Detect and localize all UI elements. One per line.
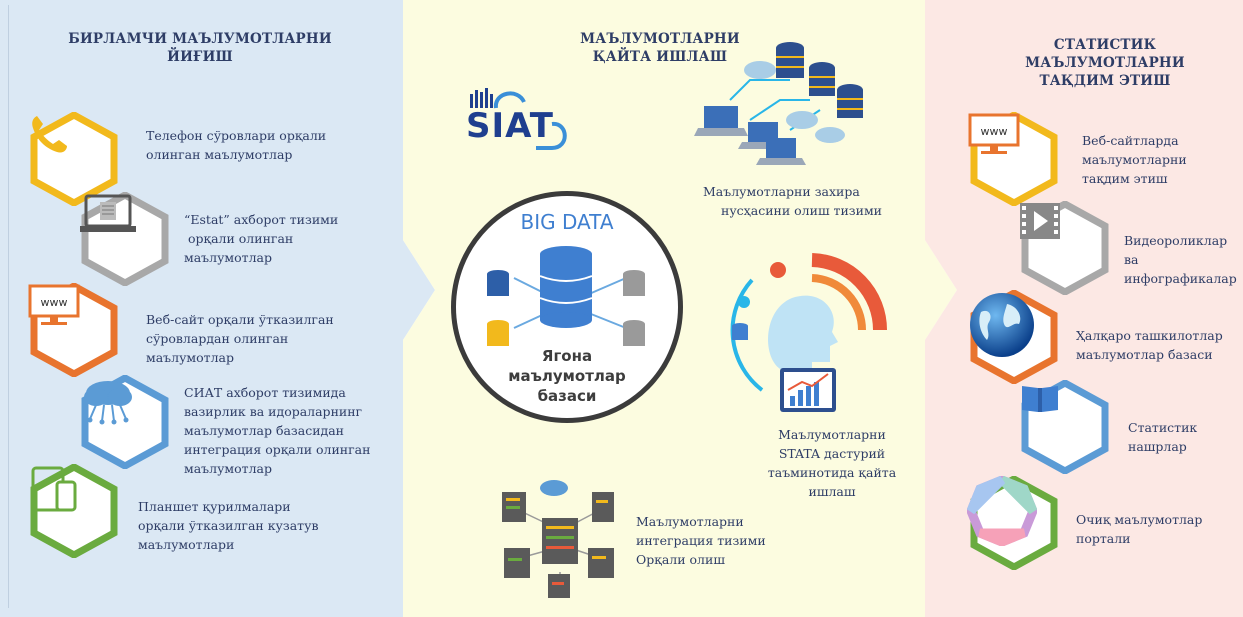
backup-label: Маълумотларни захира нусҳасини олиш тизи… [703,182,882,220]
collect-hexagon-4 [78,375,172,469]
collect-label-2-line-2: орқали олинган [184,231,294,246]
present-hexagon-5 [967,476,1061,570]
servers-network-illustration [694,42,863,165]
present-label-1-line-1: Веб-сайтларда [1082,133,1179,148]
collect-hexagon-3: www [27,283,121,377]
stata-label-line1: Маълумотларни [778,427,886,442]
collect-heading-line1: БИРЛАМЧИ МАЪЛУМОТЛАРНИ [68,31,332,47]
collect-label-2: “Estat” ахборот тизими орқали олинган маъ… [184,210,338,267]
present-heading-line2: ТАҚДИМ ЭТИШ [1039,73,1171,89]
present-hexagon-1: www [967,112,1061,206]
present-label-5-line-1: Очиқ маълумотлар [1076,512,1203,527]
stata-label-line3: таъминотида қайта [767,465,897,480]
process-heading: МАЪЛУМОТЛАРНИ ҚАЙТА ИШЛАШ [560,30,760,66]
present-label-1-line-3: тақдим этиш [1082,171,1168,186]
big-data-sub-line2: маълумотлар [508,367,626,385]
present-heading: СТАТИСТИК МАЪЛУМОТЛАРНИ ТАҚДИМ ЭТИШ [980,36,1230,90]
big-data-title: BIG DATA [520,210,614,234]
open-data-ring-icon [967,476,1061,570]
present-label-3-line-1: Ҳалқаро ташкилотлар [1076,328,1223,343]
present-label-1-line-2: маълумотларни [1082,152,1187,167]
present-label-5: Очиқ маълумотлар портали [1076,510,1202,548]
collect-label-1: Телефон сўровлари орқали олинган маълумот… [146,126,326,164]
phone-icon [27,112,121,206]
present-hexagon-3 [967,290,1061,384]
integration-label-line1: Маълумотларни [636,514,744,529]
collect-heading: БИРЛАМЧИ МАЪЛУМОТЛАРНИ ЙИҒИШ [60,30,340,66]
collect-label-3-line-3: маълумотлар [146,350,234,365]
svg-text:www: www [41,296,68,309]
present-label-2: Видеороликлар ва инфографикалар [1124,231,1237,288]
collect-label-5-line-3: маълумотлари [138,537,235,552]
www-monitor-icon: www [27,283,121,377]
video-play-icon [1018,201,1112,295]
present-label-4-line-1: Статистик [1128,420,1198,435]
present-label-3-line-2: маълумотлар базаси [1076,347,1213,362]
collect-hexagon-2 [78,192,172,286]
collect-label-5: Планшет қурилмалари орқали ўтказилган куз… [138,497,318,554]
collect-label-4-line-5: маълумотлар [184,461,272,476]
integration-label-line3: Орқали олиш [636,552,725,567]
collect-heading-line2: ЙИҒИШ [167,49,233,65]
present-hexagon-2 [1018,201,1112,295]
collect-hexagon-5 [27,464,121,558]
backup-label-line2: нусҳасини олиш тизими [721,203,882,218]
process-heading-line2: ҚАЙТА ИШЛАШ [592,49,728,65]
present-heading-line1: СТАТИСТИК МАЪЛУМОТЛАРНИ [1025,37,1185,71]
big-data-circle: BIG DATA Ягона маълумотлар базаси [451,191,683,423]
collect-label-4-line-3: маълумотлар базасидан [184,423,345,438]
analytics-head-illustration [730,253,887,412]
collect-label-4: СИАТ ахборот тизимида вазирлик ва идорала… [184,383,370,478]
tablet-phone-icon [27,464,121,558]
collect-label-3-line-1: Веб-сайт орқали ўтказилган [146,312,334,327]
present-label-2-line-2: ва [1124,252,1139,267]
present-label-3: Ҳалқаро ташкилотлар маълумотлар базаси [1076,326,1223,364]
present-hexagon-4 [1018,380,1112,474]
siat-logo-text: SIAT [466,106,555,146]
cloud-network-icon [78,375,172,469]
integration-label-line2: интеграция тизими [636,533,766,548]
collect-label-4-line-2: вазирлик ва идораларнинг [184,404,363,419]
collect-label-5-line-2: орқали ўтказилган кузатув [138,518,319,533]
stata-label-line4: ишлаш [808,484,856,499]
www-monitor-icon: www [967,112,1061,206]
left-border [8,5,9,608]
collect-label-3: Веб-сайт орқали ўтказилган сўровлардан ол… [146,310,334,367]
present-label-4: Статистик нашрлар [1128,418,1197,456]
present-label-4-line-2: нашрлар [1128,439,1187,454]
big-data-subtitle: Ягона маълумотлар базаси [456,346,678,406]
collect-label-4-line-4: интеграция орқали олинган [184,442,371,457]
collect-label-1-line-2: олинган маълумотлар [146,147,293,162]
collect-hexagon-1 [27,112,121,206]
present-label-2-line-3: инфографикалар [1124,271,1237,286]
globe-icon [967,290,1061,384]
svg-text:www: www [981,125,1008,138]
stata-label: Маълумотларни STATA дастурий таъминотида… [757,425,907,501]
collect-label-2-line-3: маълумотлар [184,250,272,265]
big-data-sub-line3: базаси [537,387,597,405]
book-icon [1018,380,1112,474]
big-data-sub-line1: Ягона [541,347,593,365]
process-heading-line1: МАЪЛУМОТЛАРНИ [580,31,740,47]
present-label-5-line-2: портали [1076,531,1131,546]
present-label-1: Веб-сайтларда маълумотларни тақдим этиш [1082,131,1187,188]
stata-label-line2: STATA дастурий [778,446,886,461]
collect-label-4-line-1: СИАТ ахборот тизимида [184,385,346,400]
collect-label-1-line-1: Телефон сўровлари орқали [146,128,327,143]
siat-logo: SIAT [466,86,596,156]
collect-label-3-line-2: сўровлардан олинган [146,331,289,346]
siat-logo-graphic [470,88,567,150]
central-database-icon [539,246,593,328]
laptop-icon [78,192,172,286]
present-label-2-line-1: Видеороликлар [1124,233,1228,248]
collect-label-5-line-1: Планшет қурилмалари [138,499,291,514]
integration-label: Маълумотларни интеграция тизими Орқали о… [636,512,766,569]
collect-label-2-line-1: “Estat” ахборот тизими [184,212,339,227]
integration-servers-illustration [502,480,614,598]
backup-label-line1: Маълумотларни захира [703,184,860,199]
big-data-database-diagram [487,246,645,346]
